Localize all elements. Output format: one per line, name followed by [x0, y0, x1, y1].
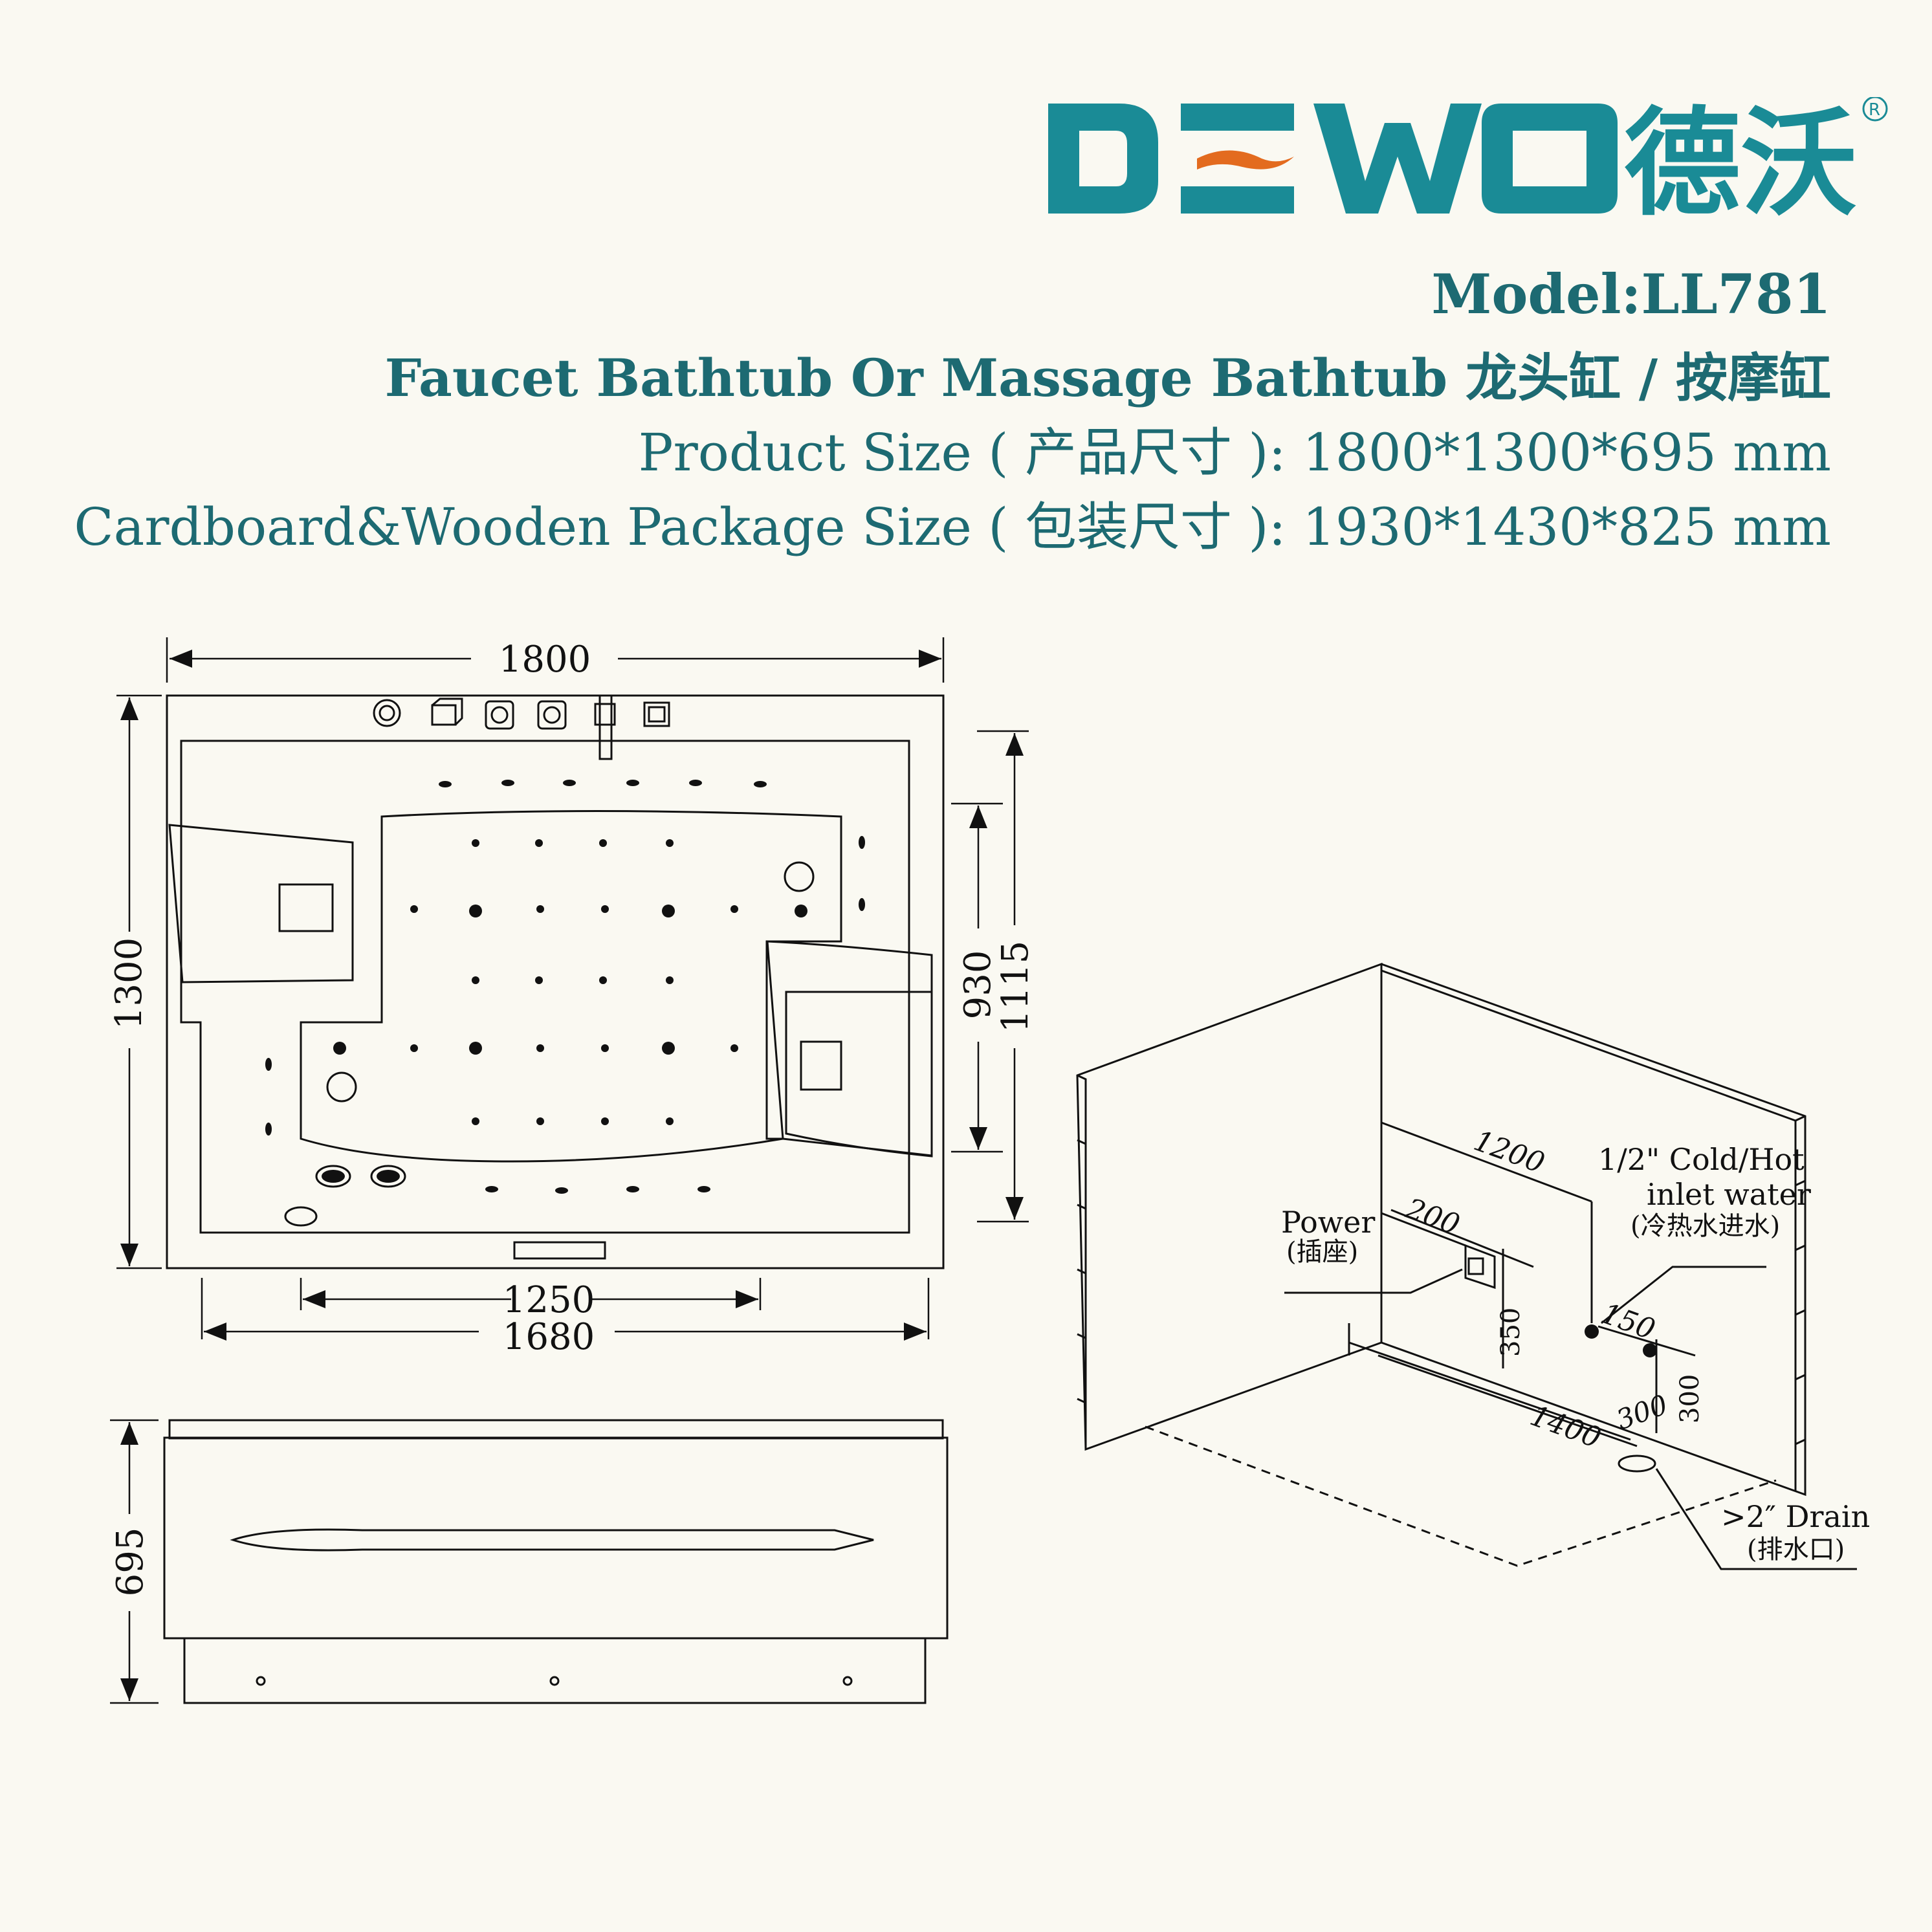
- side-view-dimensions: [110, 1419, 159, 1704]
- drain-cn-label: (排水口): [1747, 1535, 1845, 1564]
- power-cn-label: (插座): [1286, 1237, 1358, 1267]
- installation-fixtures: [1585, 1324, 1657, 1357]
- width-1800-label: 1800: [499, 639, 591, 681]
- left-headrest: [168, 824, 354, 983]
- drain-label: >2″ Drain: [1721, 1499, 1870, 1534]
- top-view-dim-labels: 1800 1300 930 1115 1250 1680: [108, 639, 1037, 1358]
- floor-outline: [1145, 1425, 1777, 1567]
- depth-1300-label: 1300: [108, 938, 150, 1030]
- installation-view: [1076, 962, 1857, 1570]
- right-wall: [1381, 963, 1806, 1497]
- model-number: Model:LL781: [1431, 262, 1831, 326]
- logo-letters: [1048, 104, 1618, 214]
- tub-inner-basin: [180, 740, 910, 1234]
- dewo-logo: 德沃 R: [1048, 97, 1888, 220]
- tub-seat-shape: [300, 810, 842, 1163]
- side-view: [163, 1419, 949, 1704]
- dim-150-label: 150: [1597, 1297, 1659, 1346]
- top-view: [166, 694, 945, 1269]
- dim-200-label: 200: [1401, 1192, 1464, 1242]
- control-panel: [513, 1241, 606, 1260]
- cold-inlet: [1585, 1324, 1599, 1339]
- power-label: Power: [1281, 1205, 1375, 1240]
- right-headrest: [785, 991, 933, 1158]
- power-outlet: [1464, 1244, 1496, 1290]
- dim-350-label: 350: [1496, 1308, 1526, 1357]
- side-panel: [163, 1436, 949, 1640]
- drain: [1618, 1454, 1656, 1473]
- package-size: Cardboard&Wooden Package Size ( 包装尺寸 ): …: [74, 497, 1831, 557]
- side-base: [183, 1637, 927, 1704]
- hot-inlet: [1643, 1343, 1657, 1357]
- water-cn-label: (冷热水进水): [1630, 1211, 1780, 1241]
- top-view-jets: [265, 780, 865, 1194]
- bottom-1680-label: 1680: [503, 1316, 595, 1358]
- inner-930-label: 930: [957, 950, 999, 1020]
- logo-chinese: 德沃: [1624, 97, 1857, 220]
- dim-300-b-label: 300: [1675, 1374, 1705, 1423]
- height-695-label: 695: [109, 1528, 151, 1597]
- side-trim: [230, 1528, 874, 1552]
- water-label-line1: 1/2" Cold/Hot: [1598, 1142, 1805, 1177]
- top-view-dimensions: [116, 637, 1029, 1341]
- inner-1115-label: 1115: [994, 941, 1037, 1033]
- registered-mark: R: [1869, 100, 1880, 120]
- product-size: Product Size ( 产品尺寸 ): 1800*1300*695 mm: [638, 423, 1831, 483]
- bottom-1250-label: 1250: [503, 1279, 595, 1321]
- product-subtitle: Faucet Bathtub Or Massage Bathtub 龙头缸 / …: [384, 347, 1831, 408]
- tub-outer-rim: [166, 694, 945, 1269]
- water-label-line2: inlet water: [1647, 1177, 1811, 1212]
- dim-300-a-label: 300: [1612, 1389, 1672, 1436]
- installation-labels: 1200 200 350 150 300 300 1400 Power (插座)…: [1281, 1124, 1870, 1564]
- dim-1400-label: 1400: [1526, 1399, 1605, 1454]
